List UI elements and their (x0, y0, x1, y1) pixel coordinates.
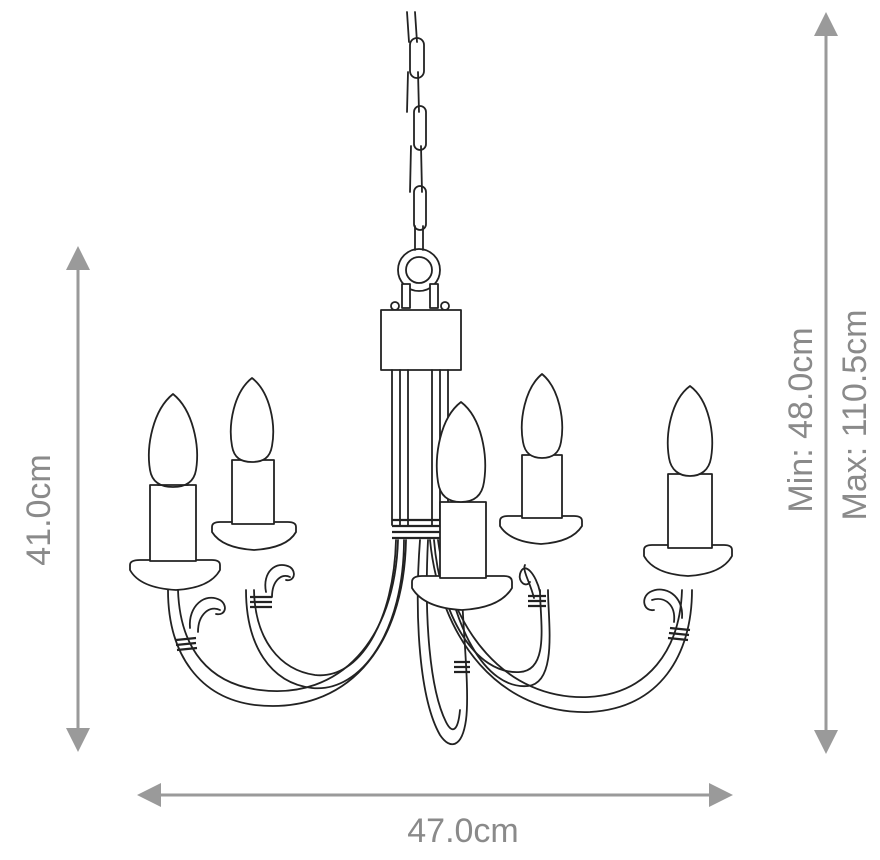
height-label: 41.0cm (20, 454, 58, 566)
candle-center-front (411, 401, 513, 611)
width-dimension (137, 783, 733, 807)
candle-right-back (499, 373, 583, 545)
width-label: 47.0cm (407, 812, 519, 850)
scroll-curls (189, 564, 683, 633)
chain (406, 11, 427, 251)
drop-max-label: Max: 110.5cm (836, 309, 874, 520)
hanging-ring (390, 248, 450, 311)
center-block (380, 309, 462, 371)
height-dimension (66, 246, 90, 752)
candle-far-right (643, 385, 733, 577)
arm-wraps (175, 594, 691, 674)
drop-dimension (814, 12, 838, 754)
chandelier (129, 11, 733, 746)
candle-far-left (129, 393, 221, 591)
drop-min-label: Min: 48.0cm (782, 327, 820, 512)
candle-left-back (211, 377, 297, 551)
arms (167, 539, 693, 746)
center-rods (391, 369, 449, 540)
